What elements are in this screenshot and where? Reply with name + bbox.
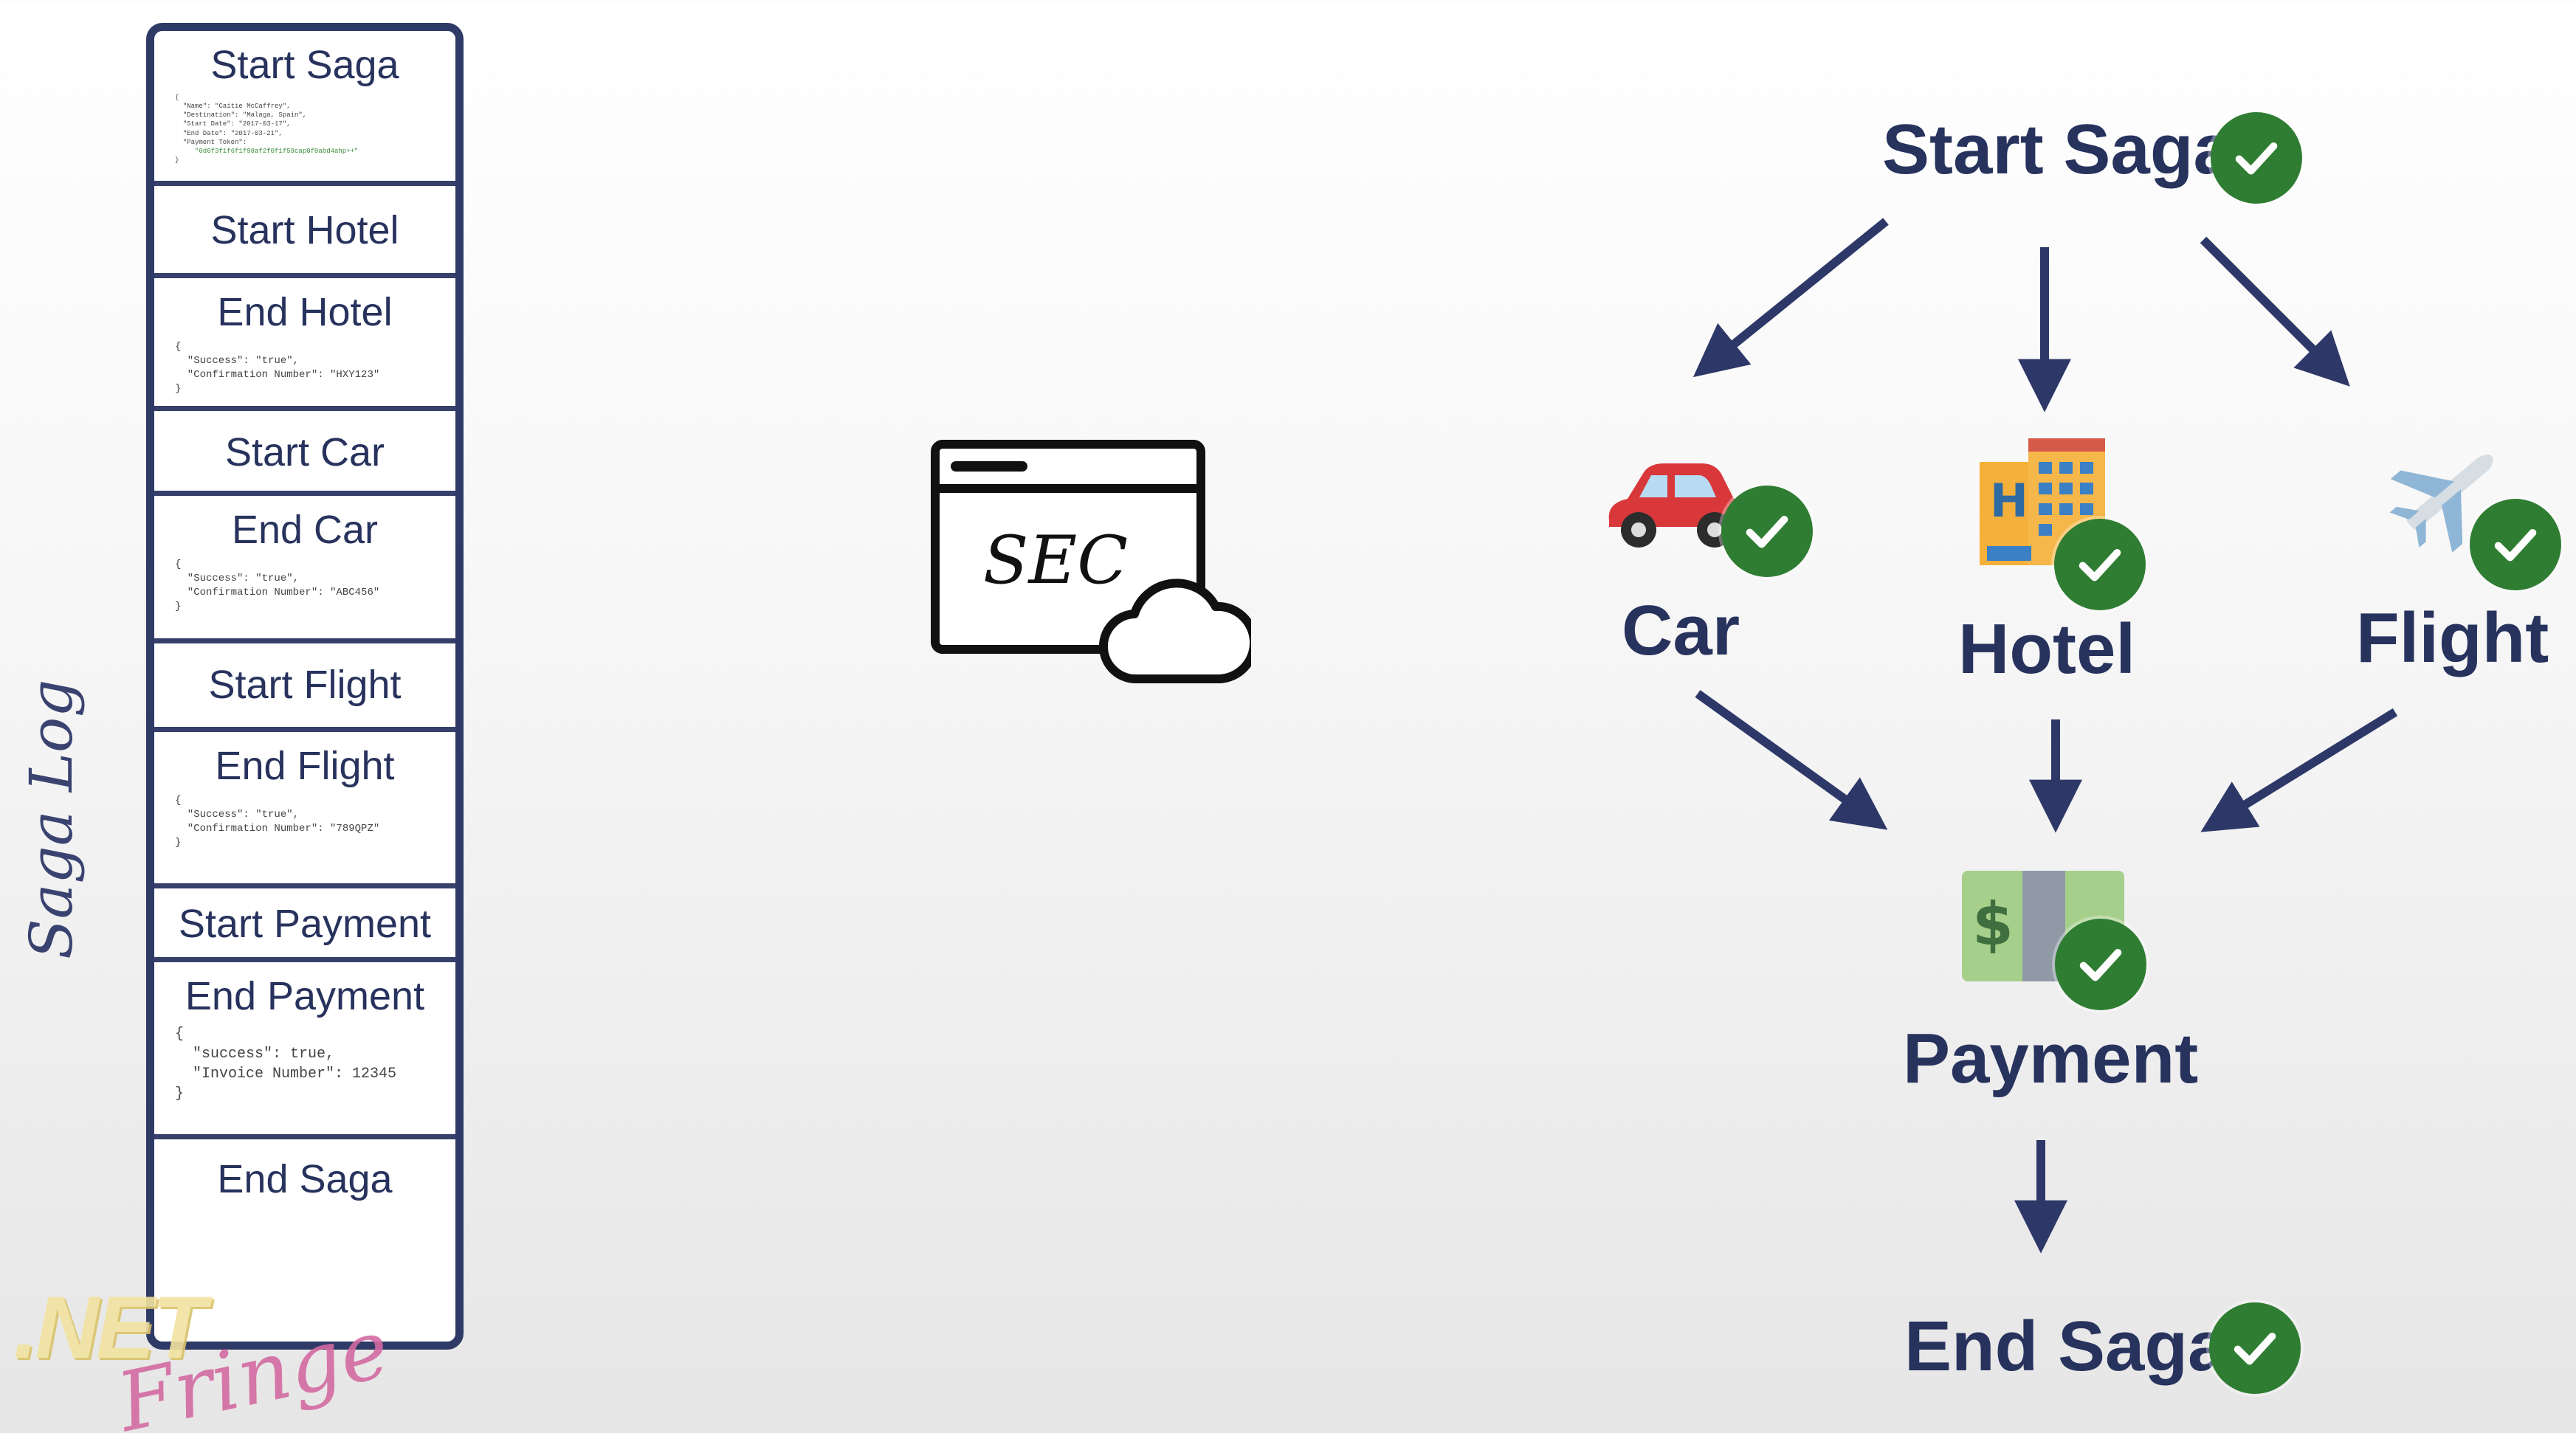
log-entry-start-payment: Start Payment xyxy=(154,888,455,962)
log-entry-json: { "Success": "true", "Confirmation Numbe… xyxy=(175,341,380,395)
watermark-net: .NET xyxy=(13,1278,206,1377)
log-entry-start-saga: Start Saga { "Name": "Caitie McCaffrey",… xyxy=(154,31,455,186)
log-entry-end-saga: End Saga xyxy=(154,1139,455,1342)
flow-payment-label: Payment xyxy=(1903,1019,2199,1098)
log-entry-json: { "success": true, "Invoice Number": 123… xyxy=(175,1026,397,1102)
log-entry-json: { "Success": "true", "Confirmation Numbe… xyxy=(175,559,380,612)
log-entry-start-hotel: Start Hotel xyxy=(154,186,455,278)
check-icon xyxy=(2054,519,2146,610)
log-entry-end-hotel: End Hotel { "Success": "true", "Confirma… xyxy=(154,278,455,411)
log-entry-end-flight: End Flight { "Success": "true", "Confirm… xyxy=(154,732,455,888)
airplane-icon xyxy=(2389,455,2493,553)
sec-label: SEC xyxy=(983,522,1128,599)
flow-car-label: Car xyxy=(1622,591,1740,670)
arrow-start-to-car xyxy=(1692,218,1889,378)
log-entry-json: { "Name": "Caitie McCaffrey", "Destinati… xyxy=(175,94,359,164)
dotnet-fringe-watermark: .NET Fringe xyxy=(6,1277,397,1450)
check-icon xyxy=(2470,499,2561,590)
flow-start-saga-label: Start Saga xyxy=(1882,110,2233,189)
log-entry-start-flight: Start Flight xyxy=(154,643,455,732)
arrow-flight-to-payment xyxy=(2200,708,2398,832)
log-entry-title: End Flight xyxy=(215,744,395,788)
arrow-car-to-payment xyxy=(1695,690,1888,830)
log-entry-title: Start Saga xyxy=(210,43,399,87)
log-entry-title: Start Flight xyxy=(208,663,402,707)
log-entry-start-car: Start Car xyxy=(154,411,455,496)
arrow-start-to-flight xyxy=(2200,236,2350,387)
check-icon xyxy=(1721,486,1813,577)
check-icon xyxy=(2055,919,2146,1010)
log-entry-title: Start Hotel xyxy=(210,208,399,252)
log-entry-json: { "Success": "true", "Confirmation Numbe… xyxy=(175,795,380,849)
saga-log-panel: Start Saga { "Name": "Caitie McCaffrey",… xyxy=(146,23,464,1350)
log-entry-title: Start Car xyxy=(224,430,385,474)
log-entry-end-car: End Car { "Success": "true", "Confirmati… xyxy=(154,496,455,643)
check-icon xyxy=(2209,1302,2301,1394)
log-entry-end-payment: End Payment { "success": true, "Invoice … xyxy=(154,962,455,1139)
flow-end-saga-label: End Saga xyxy=(1904,1307,2228,1386)
flow-hotel-label: Hotel xyxy=(1958,610,2135,688)
log-entry-title: End Payment xyxy=(185,974,425,1018)
saga-log-label: Saga Log xyxy=(17,679,86,959)
log-entry-title: End Car xyxy=(231,508,379,552)
svg-text:$: $ xyxy=(1972,890,2014,959)
log-entry-title: End Hotel xyxy=(217,290,393,334)
check-icon xyxy=(2211,112,2302,204)
browser-window-cloud-icon: SEC xyxy=(926,435,1259,694)
svg-text:H: H xyxy=(1990,474,2028,528)
log-entry-title: Start Payment xyxy=(178,902,432,946)
log-entry-title: End Saga xyxy=(217,1157,393,1201)
flow-flight-label: Flight xyxy=(2356,598,2549,677)
